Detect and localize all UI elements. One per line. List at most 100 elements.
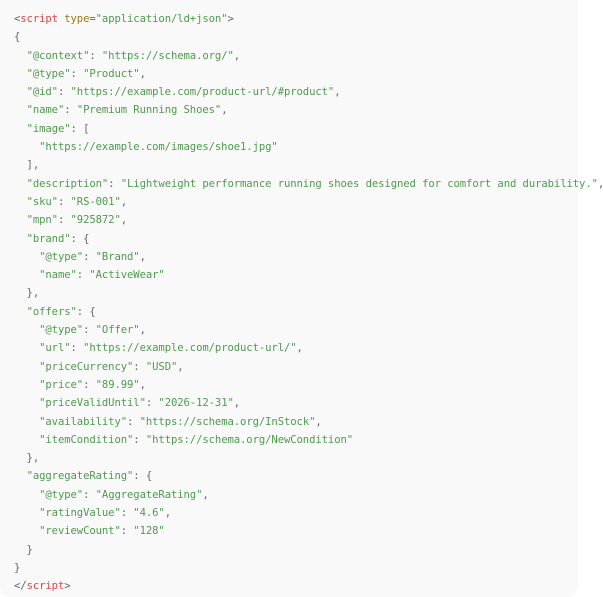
code-line: "offers": { [14,303,578,321]
code-token-str: "description" [26,177,109,190]
code-token-str: "mpn" [26,214,58,227]
code-token-str: "USD" [145,360,178,373]
code-token-punc: , [164,507,171,520]
code-token-punc [14,342,39,354]
code-token-str: "Brand" [95,250,140,263]
code-token-str: "ActiveWear" [89,269,165,282]
code-token-punc: : [70,342,84,355]
code-token-str: "925872" [70,214,121,227]
code-line: "aggregateRating": { [14,467,578,485]
code-token-punc: < [14,13,21,25]
code-token-punc [14,416,39,428]
code-token-str: "4.6" [133,507,165,520]
code-token-punc: : [120,525,134,538]
code-token-punc [14,269,39,281]
code-token-punc: }, [14,452,40,465]
code-token-punc: , [221,104,228,117]
code-line: "@type": "AggregateRating", [14,486,578,504]
code-token-punc: : [57,86,71,99]
code-token-punc: : [133,433,146,446]
code-token-str: "name" [26,104,65,117]
code-line: <script type="application/ld+json"> [14,10,578,28]
code-token-punc: : [83,378,96,391]
code-line: "https://example.com/images/shoe1.jpg" [14,138,578,156]
code-token-punc: : [76,269,90,282]
code-line: "itemCondition": "https://schema.org/New… [14,431,578,449]
code-token-punc: = [89,13,96,25]
code-token-punc [14,123,27,135]
code-token-punc: : [70,67,84,80]
code-token-punc [14,251,39,263]
code-line: "brand": { [14,230,578,248]
code-token-str: "https://schema.org/InStock" [139,415,316,428]
code-token-punc: , [233,397,241,410]
code-token-str: "name" [39,269,77,282]
code-token-punc: : [145,397,159,410]
code-token-punc [14,50,27,62]
code-token-str: "@type" [39,488,84,501]
code-token-punc: , [177,360,184,373]
code-token-punc [14,68,27,80]
code-token-punc: , [598,178,603,190]
code-token-punc: : [83,488,96,501]
code-token-punc [14,525,39,537]
code-token-punc: : { [76,305,96,318]
code-token-str: "AggregateRating" [95,488,203,501]
code-line: "name": "ActiveWear" [14,266,578,284]
code-token-punc: } [14,561,21,574]
code-token-str: "reviewCount" [39,525,121,538]
code-token-punc: , [334,86,341,99]
code-line: "price": "89.99", [14,376,578,394]
code-token-punc: , [202,488,209,501]
code-token-punc: , [296,342,303,355]
code-token-str: "https://example.com/product-url/" [83,342,297,355]
code-token-str: "RS-001" [70,195,121,208]
code-token-attr: type [64,13,90,25]
code-token-punc: } [14,543,33,556]
code-token-str: "https://example.com/product-url/#produc… [70,86,335,99]
code-token-punc: , [139,67,146,80]
code-token-punc: : { [133,470,153,483]
code-line: ], [14,156,578,174]
code-token-punc: : { [70,232,90,245]
code-line: "@id": "https://example.com/product-url/… [14,83,578,101]
code-line: "url": "https://example.com/product-url/… [14,339,578,357]
code-line: "reviewCount": "128" [14,522,578,540]
code-token-punc: , [315,415,322,428]
code-token-punc [14,397,39,409]
code-token-str: "brand" [26,232,71,245]
code-token-str: "@type" [39,324,84,337]
code-token-punc [14,507,39,519]
code-token-punc [14,214,27,226]
code-line: "priceValidUntil": "2026-12-31", [14,394,578,412]
code-token-str: "@type" [39,250,84,263]
code-token-punc: , [233,49,241,62]
code-token-punc [14,489,39,501]
code-line: "@type": "Product", [14,65,578,83]
code-token-tag: script [26,580,65,593]
code-token-punc: : [133,360,146,373]
code-line: "@context": "https://schema.org/", [14,47,578,65]
code-line: }, [14,284,578,302]
code-token-str: "Premium Running Shoes" [76,104,222,117]
code-token-str: "price" [39,378,84,391]
code-line: { [14,28,578,46]
code-token-str: "priceValidUntil" [39,397,146,410]
code-token-str: "aggregateRating" [26,470,134,483]
code-line: } [14,559,578,577]
code-token-punc [14,233,27,245]
code-token-punc: </ [14,580,27,593]
code-token-punc: : [83,324,96,337]
code-content[interactable]: <script type="application/ld+json">{ "@c… [14,10,603,596]
code-token-punc: : [57,195,71,208]
code-token-punc: : [127,415,140,428]
code-line: "description": "Lightweight performance … [14,175,603,193]
code-token-str: "https://schema.org/" [101,49,234,62]
code-token-punc: > [227,13,234,25]
code-token-punc [14,434,39,446]
code-token-punc: , [139,250,146,263]
code-token-str: "application/ld+json" [95,13,228,25]
code-line: "priceCurrency": "USD", [14,358,578,376]
code-token-str: "@type" [26,67,71,80]
code-line: "sku": "RS-001", [14,193,578,211]
